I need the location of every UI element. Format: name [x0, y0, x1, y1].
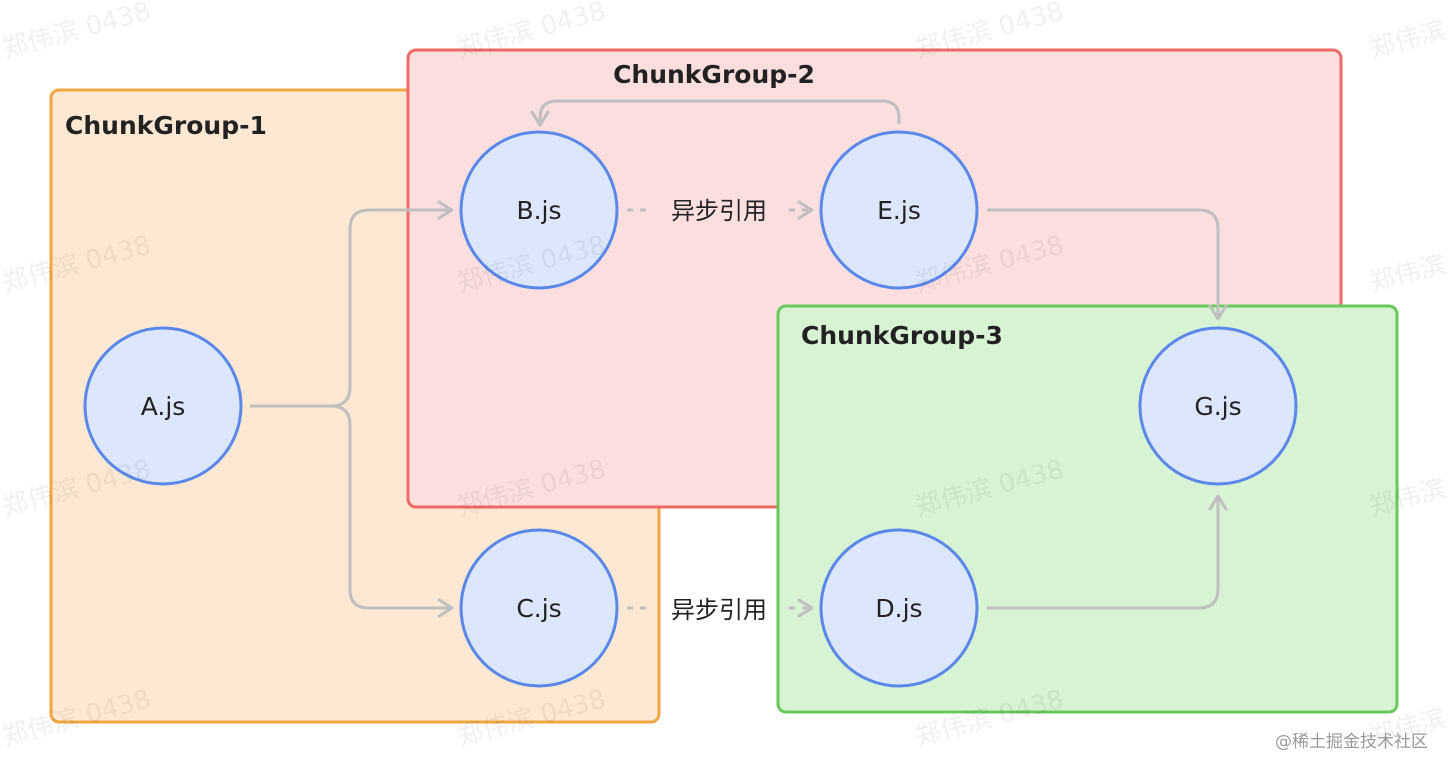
node-b-label: B.js	[516, 196, 561, 225]
node-e: E.js	[819, 130, 979, 290]
node-e-label: E.js	[877, 196, 921, 225]
watermark-text: 郑伟滨 0438	[0, 0, 154, 65]
node-d: D.js	[819, 528, 979, 688]
edge-a-to-b	[250, 200, 454, 408]
node-c: C.js	[459, 528, 619, 688]
edge-e-to-g	[987, 208, 1228, 321]
node-c-label: C.js	[516, 594, 561, 623]
edge-a-to-c	[330, 404, 454, 618]
node-b: B.js	[459, 130, 619, 290]
edge-d-to-g	[987, 494, 1228, 610]
edge-label-b-to-e: 异步引用	[671, 197, 767, 225]
watermark-text: 郑伟滨 0438	[1366, 230, 1448, 298]
node-a: A.js	[83, 326, 243, 486]
edge-label-c-to-d: 异步引用	[671, 596, 767, 624]
credit-text: @稀土掘金技术社区	[1275, 732, 1428, 752]
chunkgroup-2-title: ChunkGroup-2	[613, 60, 815, 89]
edge-e-to-b	[530, 99, 901, 127]
node-g-label: G.js	[1194, 392, 1241, 421]
node-d-label: D.js	[875, 594, 922, 623]
node-a-label: A.js	[141, 392, 186, 421]
chunkgroup-3-title: ChunkGroup-3	[801, 321, 1003, 350]
watermark-text: 郑伟滨 0438	[1366, 0, 1448, 65]
node-g: G.js	[1138, 326, 1298, 486]
chunkgroup-1-title: ChunkGroup-1	[65, 111, 267, 140]
